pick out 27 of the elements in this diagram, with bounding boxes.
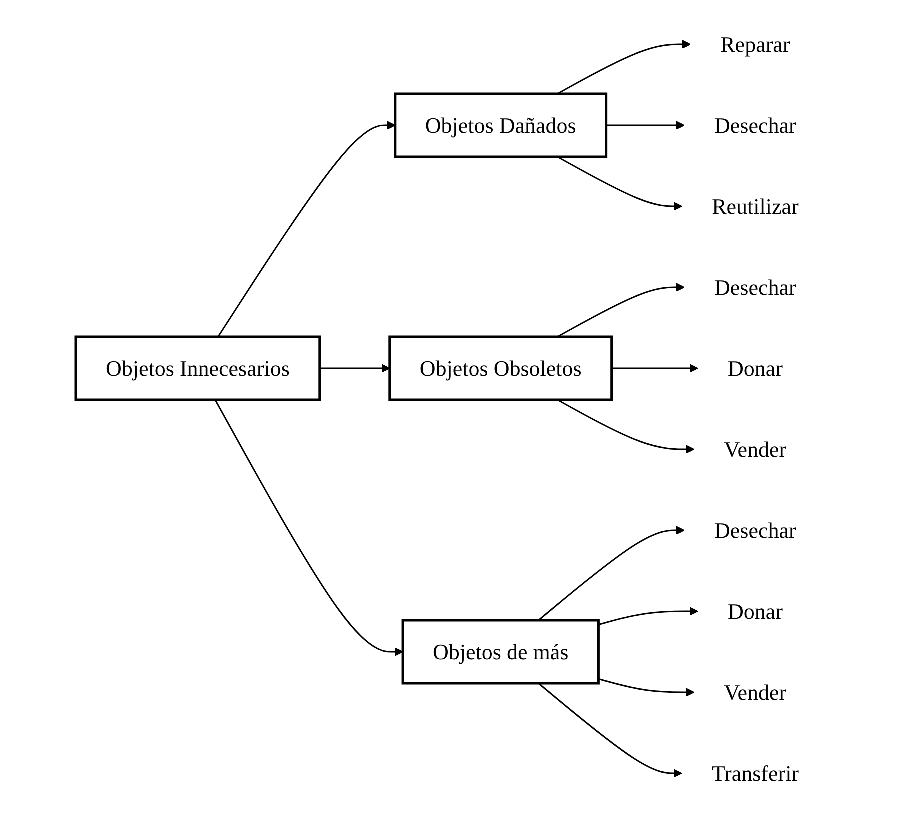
arrow [320,364,390,372]
node-text: Desechar [714,112,796,138]
arrow [612,364,698,372]
arrow [218,120,396,337]
arrow [214,399,404,656]
arrow [538,526,685,621]
node-text: Reparar [720,32,790,56]
node-text: Vender [724,436,787,462]
arrow [557,40,691,94]
node-box: Objetos Obsoletos [388,335,614,401]
node-text: Reutilizar [712,194,799,218]
arrow [557,282,685,338]
arrow [538,682,682,778]
node-text: Desechar [714,518,796,542]
node-box: Objetos Dañados [394,92,608,158]
node-text: Donar [728,356,783,380]
node-text: Desechar [714,274,796,300]
node-text: Vender [724,680,787,704]
arrow [598,606,698,626]
arrow [598,678,695,696]
node-text: Transferir [712,760,800,786]
node-text: Donar [728,598,783,624]
arrow [557,398,695,454]
node-box: Objetos de más [402,618,600,684]
node-box: Objetos Innecesarios [74,335,322,401]
arrow [557,156,682,210]
arrow [606,120,685,130]
